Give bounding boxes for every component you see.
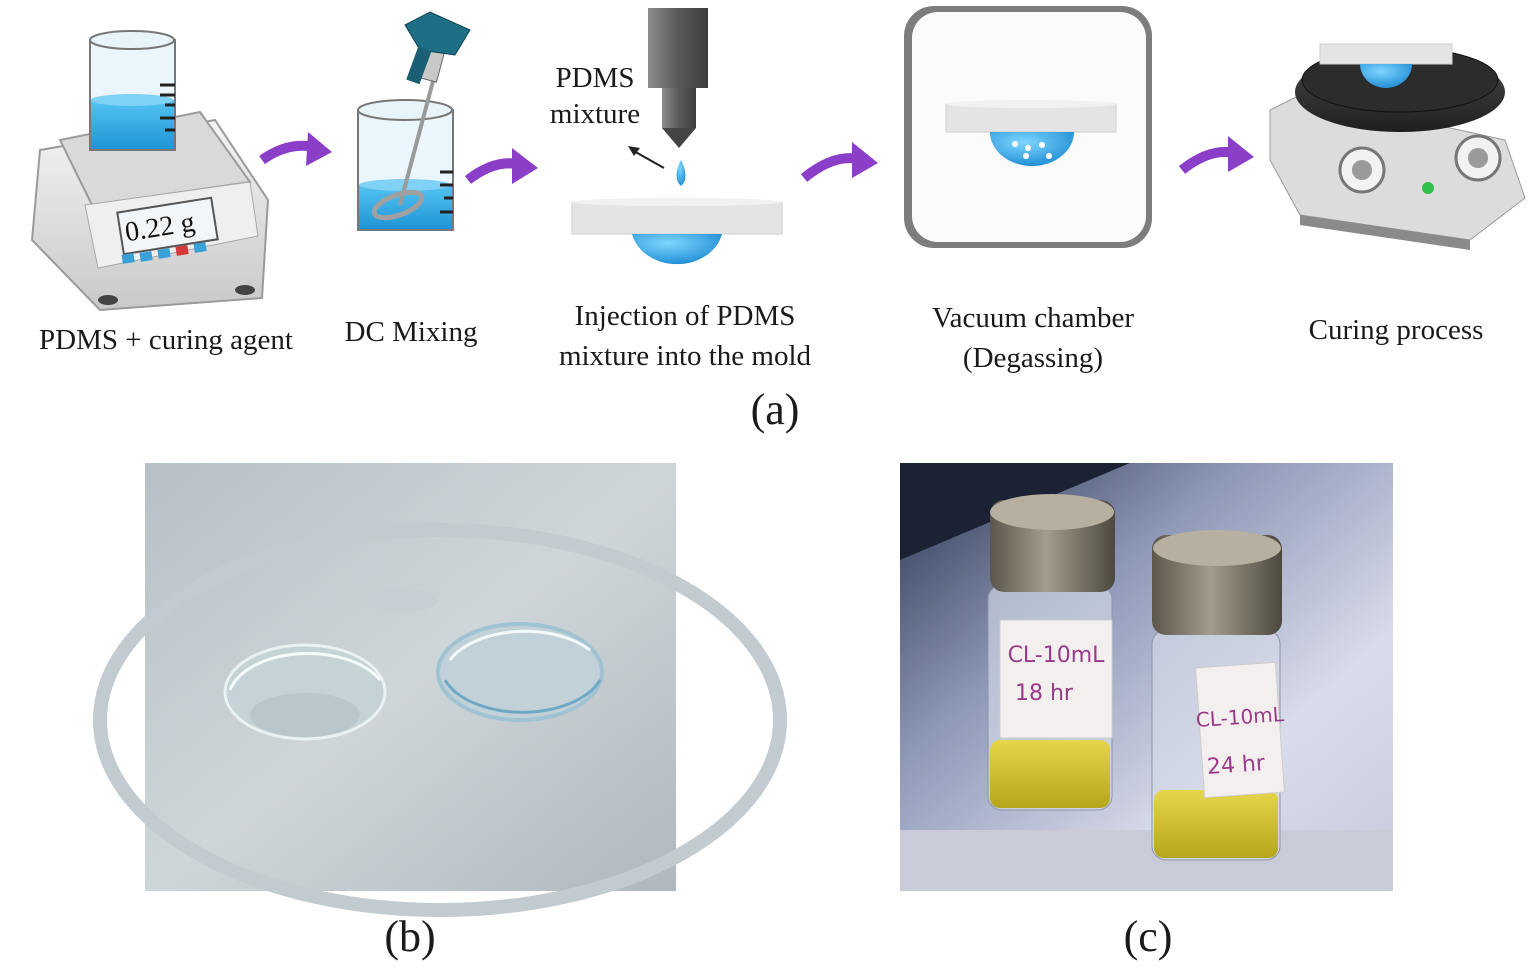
step4-caption: Vacuum chamber (Degassing) [900,298,1166,378]
vial-left [987,494,1115,811]
step3-caption: Injection of PDMS mixture into the mold [530,296,840,376]
step3-caption-line1: Injection of PDMS [574,300,796,332]
lens-left [223,643,387,741]
step5-caption: Curing process [1308,314,1484,346]
panel-c-label: (c) [1123,912,1173,961]
vial-left-label-2: 18 hr [1015,681,1074,706]
callout-pdms-mixture: PDMS mixture [540,60,650,132]
lens-right [436,622,604,722]
photo-vials: CL-10mL 18 hr CL-10mL 24 hr [900,463,1393,891]
mixer-icon [357,11,471,231]
drop-icon [676,160,686,186]
photo-contact-lenses [93,463,787,917]
vial-right [1151,530,1285,861]
vacuum-chamber-icon [904,6,1152,248]
step4-caption-line2: (Degassing) [962,342,1104,374]
callout-line2: mixture [549,98,641,130]
step3-caption-line2: mixture into the mold [558,340,812,372]
hot-plate-icon [1269,43,1526,250]
panel-a-label: (a) [750,385,800,434]
vial-left-label-1: CL-10mL [1008,643,1106,668]
nozzle-icon [648,8,708,148]
step1-caption: PDMS + curing agent [39,324,293,356]
step2-caption: DC Mixing [344,316,478,348]
panel-b-label: (b) [384,912,436,961]
vial-right-label-2: 24 hr [1206,751,1267,780]
beaker-icon [89,30,176,151]
mold-icon [571,198,783,265]
step4-caption-line1: Vacuum chamber [931,302,1135,334]
callout-line [631,149,665,169]
callout-line1: PDMS [555,62,635,94]
